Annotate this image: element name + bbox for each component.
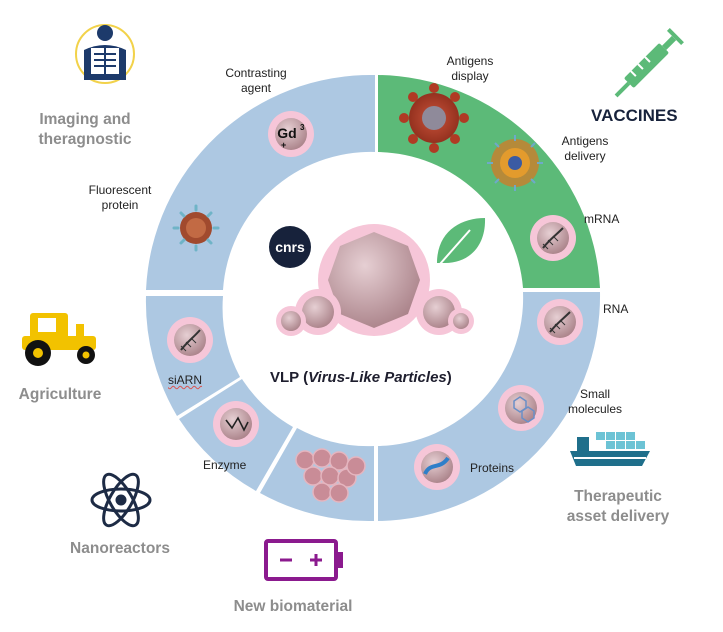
label-proteins: Proteins <box>470 461 515 475</box>
label-antigens-display: Antigens display <box>446 54 494 83</box>
syringe-icon <box>614 28 684 98</box>
title-prefix: VLP ( <box>270 369 309 386</box>
category-therapeutic: Therapeutic asset delivery <box>566 488 670 525</box>
label-contrasting-agent: Contrasting agent <box>225 66 287 95</box>
atom-icon <box>90 472 152 528</box>
siarn-particle <box>167 317 213 363</box>
label-mrna: mRNA <box>584 212 620 226</box>
enzyme-particle <box>213 401 259 447</box>
label-fluorescent-protein: Fluorescent protein <box>88 183 152 212</box>
tractor-icon <box>22 313 96 366</box>
gd-particle: Gd 3 + <box>268 111 314 157</box>
label-siarn: siARN <box>168 373 203 387</box>
label-rna: RNA <box>603 302 629 316</box>
small-molecules-particle <box>498 385 544 431</box>
xray-icon <box>75 24 135 84</box>
label-enzyme: Enzyme <box>203 458 247 472</box>
proteins-particle <box>414 444 460 490</box>
label-antigens-delivery: Antigens delivery <box>561 134 609 163</box>
fluorescent-protein-particle <box>172 204 220 252</box>
mrna-particle <box>530 215 576 261</box>
leaf-icon <box>437 218 486 265</box>
svg-text:3: 3 <box>300 123 305 132</box>
battery-icon <box>264 539 343 581</box>
category-agriculture: Agriculture <box>18 386 102 403</box>
antigen-delivery-particle <box>487 135 543 191</box>
central-vlp-cluster <box>276 224 474 336</box>
svg-text:+: + <box>281 140 286 150</box>
svg-text:cnrs: cnrs <box>275 239 305 255</box>
title-italic: Virus-Like Particles <box>308 369 447 386</box>
title-suffix: ) <box>446 369 452 386</box>
category-nanoreactors: Nanoreactors <box>70 540 170 557</box>
vlp-lattice <box>295 448 366 503</box>
category-vaccines: VACCINES <box>591 106 678 125</box>
label-small-molecules: Small molecules <box>567 387 623 416</box>
antigen-display-virus <box>399 83 469 153</box>
category-imaging: Imaging and theragnostic <box>38 111 132 148</box>
rna-particle <box>537 299 583 345</box>
cnrs-logo: cnrs <box>269 226 311 268</box>
category-biomaterial: New biomaterial <box>233 598 353 615</box>
cargo-ship-icon <box>570 432 650 466</box>
svg-text:Gd: Gd <box>277 125 296 141</box>
vlp-title: VLP (Virus-Like Particles) <box>270 369 452 386</box>
